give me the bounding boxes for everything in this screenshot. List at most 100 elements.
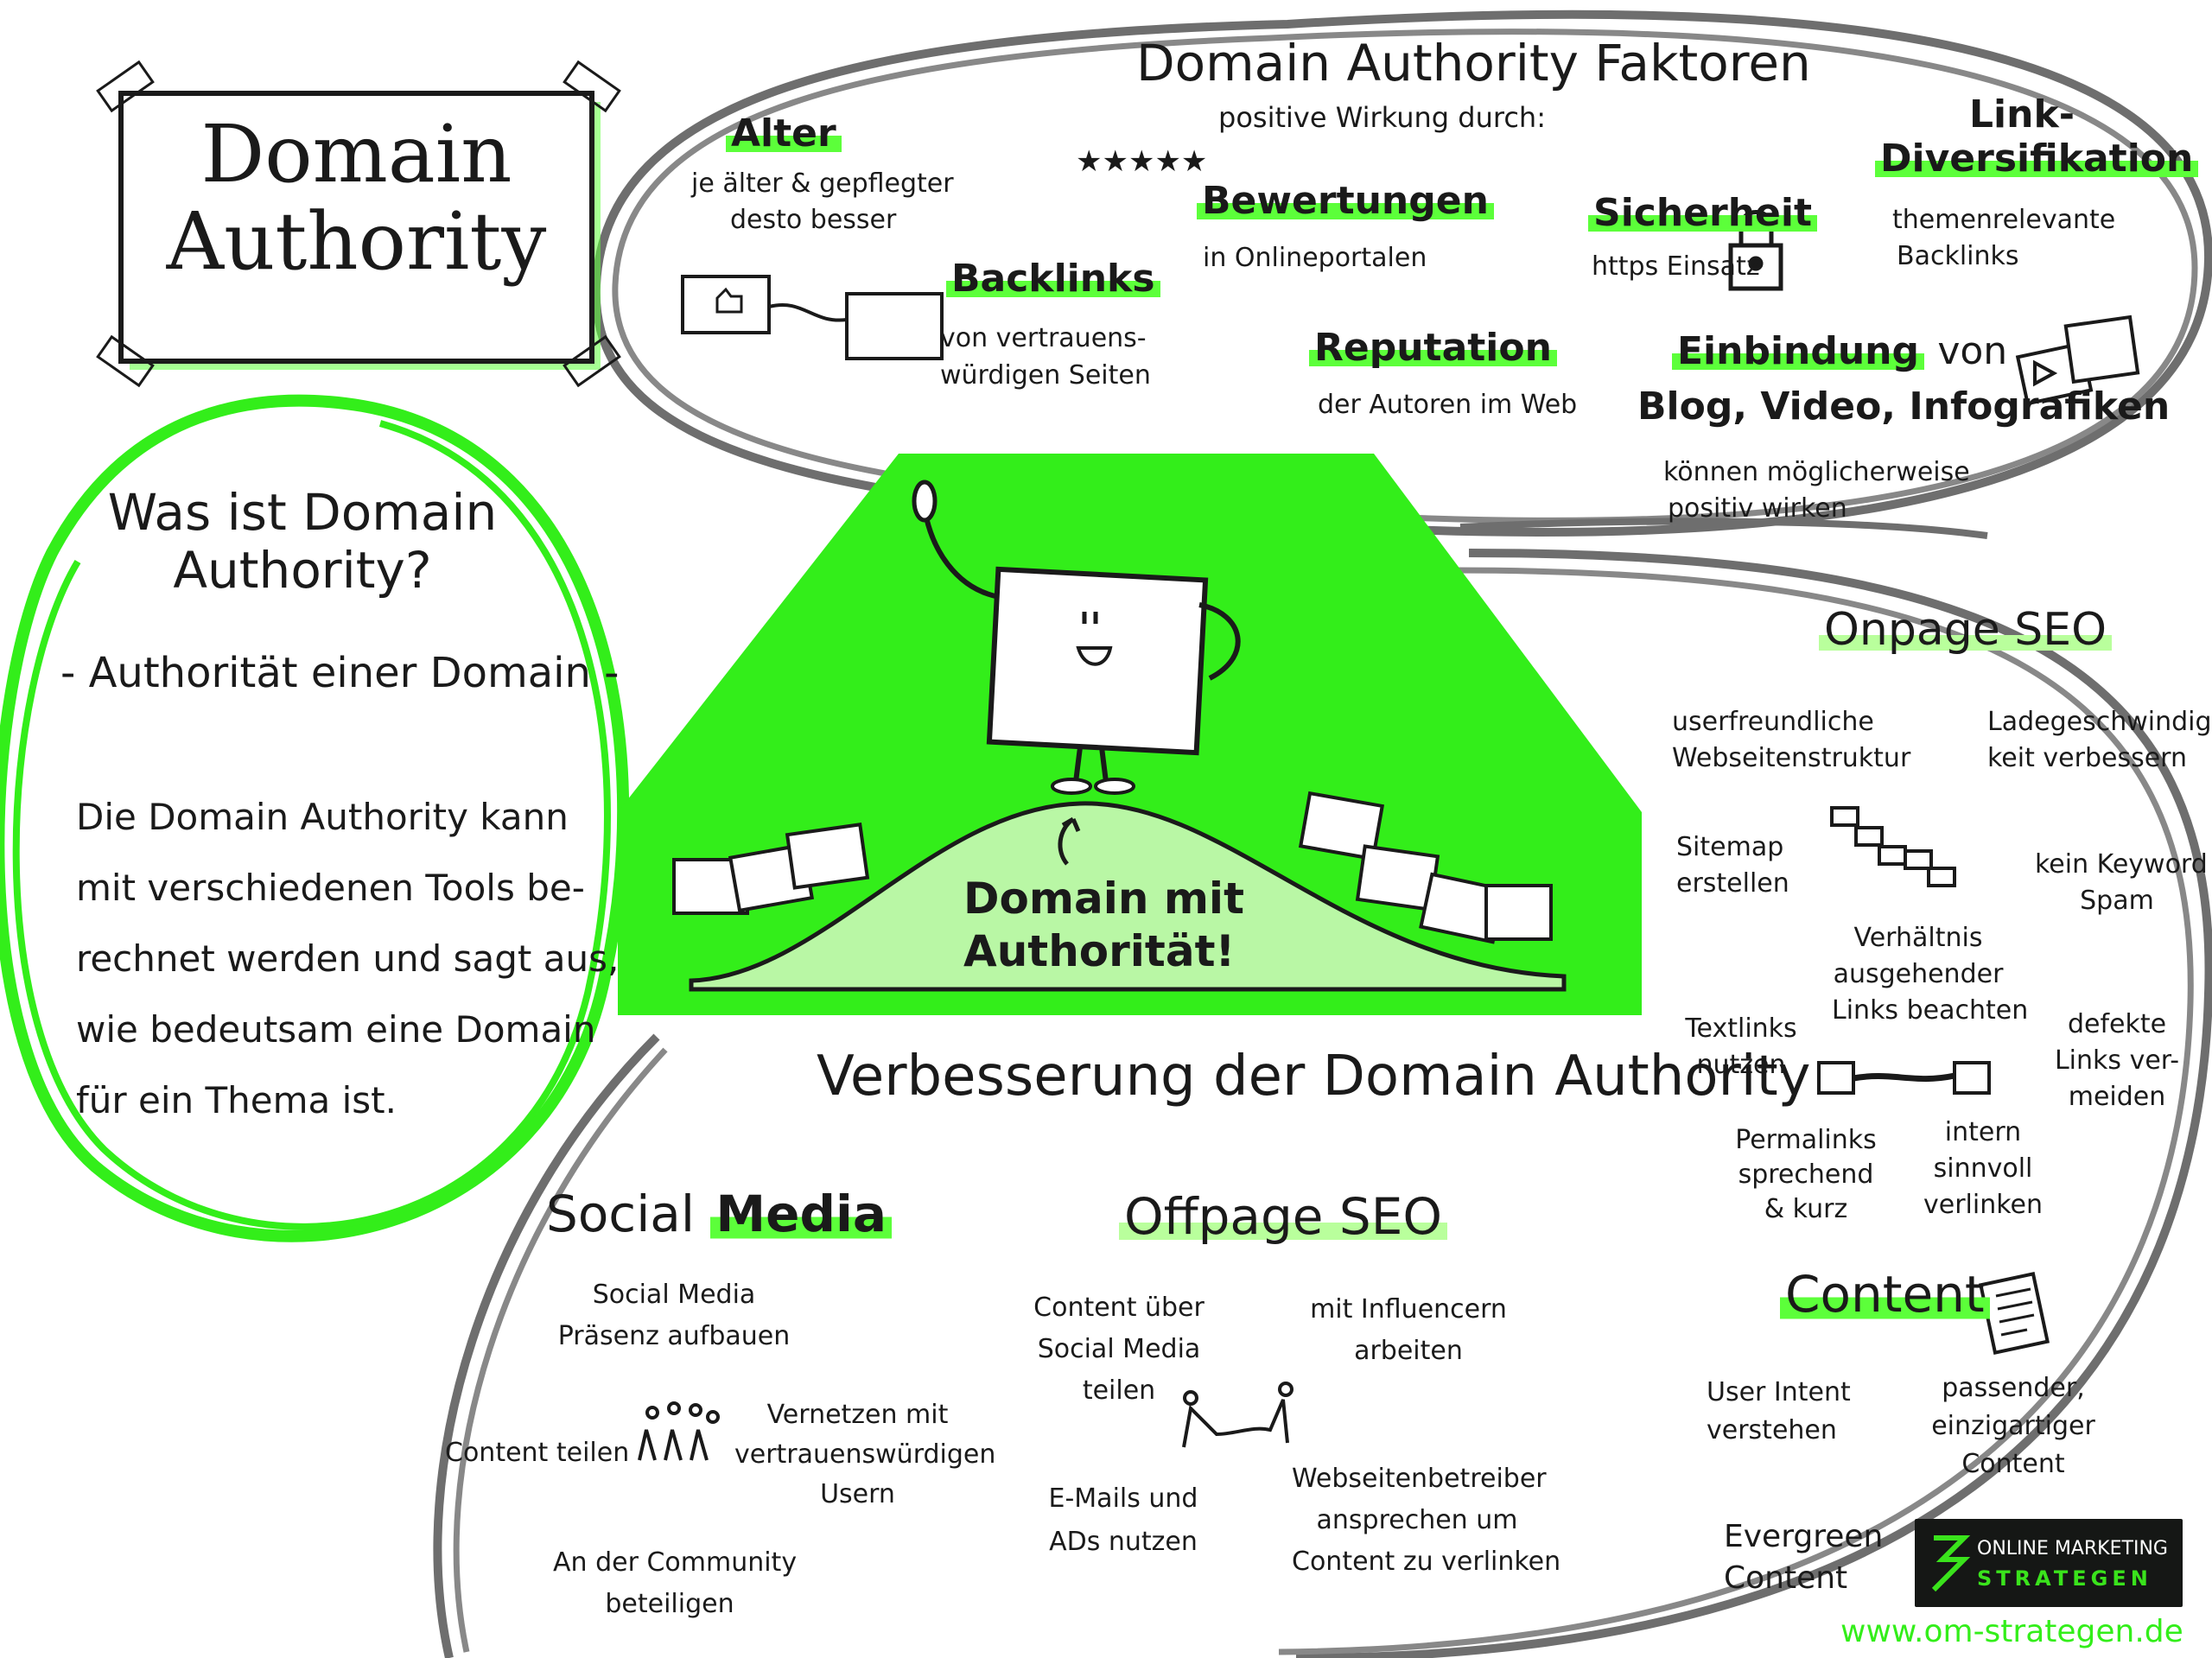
social-network-2: vertrauenswürdigen: [734, 1439, 996, 1470]
offpage-influencer: mit Influencern arbeiten: [1305, 1289, 1512, 1372]
onpage-permalinks-3: & kurz: [1764, 1194, 1848, 1224]
definition-circle: [0, 394, 630, 1242]
onpage-textlinks-2: nutzen: [1696, 1050, 1786, 1080]
onpage-textlinks-1: Textlinks: [1685, 1013, 1797, 1044]
offpage-webmaster: Webseitenbetreiber ansprechen um Content…: [1292, 1458, 1561, 1583]
onpage-sitemap-2: erstellen: [1676, 868, 1789, 899]
center-label-1: Domain mit: [963, 873, 1244, 924]
offpage-webmaster-1: Webseitenbetreiber: [1292, 1464, 1547, 1494]
factor-backlinks-line-1: von vertrauens-: [940, 323, 1147, 353]
social-share: Content teilen: [445, 1438, 630, 1468]
center-panel: [618, 454, 1642, 1015]
factor-reputation-text: der Autoren im Web: [1318, 390, 1578, 420]
offpage-email-1: E-Mails und: [1048, 1483, 1198, 1514]
social-network-3: Usern: [820, 1479, 895, 1509]
onpage-keyword-1: kein Keyword: [2035, 849, 2208, 880]
definition-question-2: Authority?: [173, 540, 432, 600]
offpage-webmaster-3: Content zu verlinken: [1292, 1547, 1561, 1577]
backlink-sketch: [681, 275, 944, 360]
onpage-keyword: kein Keyword Spam: [2035, 847, 2208, 919]
factor-backlinks-line-2: würdigen Seiten: [940, 360, 1151, 391]
factor-sicherheit-title: Sicherheit: [1588, 191, 1817, 236]
handshake-sketch: [1182, 1382, 1294, 1448]
title-box: Domain Authority: [121, 108, 592, 286]
offpage-content-2: Social Media: [1037, 1334, 1201, 1364]
factors-subheading: positive Wirkung durch:: [1218, 101, 1546, 134]
onpage-ratio-2: ausgehender: [1833, 959, 2004, 989]
improvement-heading: Verbesserung der Domain Authority: [817, 1045, 1811, 1109]
factor-reputation-title: Reputation: [1309, 326, 1557, 371]
title-line-1: Domain: [200, 108, 512, 200]
media-icon-shape: [2015, 314, 2140, 406]
brand-logo: ONLINE MARKETING STRATEGEN: [1915, 1519, 2183, 1607]
social-community-1: An der Community: [553, 1547, 798, 1578]
factor-linkdiv-line-1: themenrelevante: [1892, 205, 2116, 235]
media-icon: [2022, 321, 2134, 399]
social-presence-2: Präsenz aufbauen: [557, 1321, 791, 1351]
onpage-ratio: Verhältnis ausgehender Links beachten: [1832, 920, 2029, 1029]
factor-linkdiv-line-2: Backlinks: [1897, 241, 2019, 271]
onpage-defect: defekte Links ver- meiden: [2052, 1007, 2182, 1115]
factors-ellipse: [591, 10, 2212, 537]
definition-subtitle: - Authorität einer Domain -: [60, 649, 620, 697]
offpage-content-1: Content über: [1033, 1293, 1205, 1323]
lock-icon: [1731, 211, 1781, 289]
onpage-speed: Ladegeschwindig- keit verbessern: [1987, 704, 2212, 777]
onpage-defect-1: defekte: [2067, 1009, 2167, 1039]
content-evergreen-1: Evergreen: [1724, 1519, 1884, 1554]
stars-icon: ★★★★★: [1076, 144, 1208, 179]
document-sketch: [1978, 1272, 2050, 1355]
onpage-defect-2: Links ver-: [2054, 1045, 2180, 1076]
onpage-userfriendly-1: userfreundliche: [1672, 707, 1874, 737]
factors-heading: Domain Authority Faktoren: [1136, 34, 1811, 92]
content-intent-2: verstehen: [1707, 1415, 1837, 1445]
offpage-email: E-Mails und ADs nutzen: [1028, 1477, 1218, 1564]
factor-sicherheit-text: https Einsatz: [1592, 251, 1760, 282]
definition-text: Die Domain Authority kann mit verschiede…: [76, 782, 619, 1136]
onpage-intern: intern sinnvoll verlinken: [1914, 1115, 2052, 1223]
factor-einbindung-title-2: Blog, Video, Infografiken: [1637, 384, 2171, 429]
factor-einbindung-title: Einbindung von: [1672, 329, 2007, 374]
factor-backlinks-title: Backlinks: [946, 257, 1160, 302]
factor-alter-line-1: je älter & gepflegter: [691, 168, 954, 199]
center-label: Domain mit Authorität!: [963, 873, 1244, 978]
definition-line: für ein Thema ist.: [76, 1079, 397, 1121]
onpage-speed-2: keit verbessern: [1987, 743, 2187, 773]
center-label-2: Authorität!: [963, 926, 1236, 976]
onpage-userfriendly: userfreundliche Webseitenstruktur: [1672, 704, 1910, 777]
factor-bewertungen-text: in Onlineportalen: [1203, 243, 1427, 273]
offpage-title: Offpage SEO: [1119, 1187, 1448, 1246]
onpage-sitemap-1: Sitemap: [1676, 832, 1784, 862]
social-presence: Social Media Präsenz aufbauen: [553, 1274, 795, 1357]
people-sketch: [638, 1401, 720, 1461]
title-frame: [96, 60, 621, 388]
factor-linkdiv-title: Link- Diversifikation: [1875, 92, 2199, 181]
social-community-2: beteiligen: [605, 1589, 734, 1619]
logo-line-2: STRATEGEN: [1977, 1566, 2152, 1591]
factor-alter-title: Alter: [726, 111, 842, 156]
onpage-speed-1: Ladegeschwindig-: [1987, 707, 2212, 737]
onpage-defect-3: meiden: [2068, 1082, 2166, 1112]
offpage-influencer-2: arbeiten: [1354, 1336, 1463, 1366]
offpage-content: Content über Social Media teilen: [1024, 1287, 1214, 1412]
onpage-intern-2: sinnvoll: [1933, 1153, 2033, 1184]
definition-line: Die Domain Authority kann: [76, 796, 569, 838]
onpage-ratio-3: Links beachten: [1832, 995, 2029, 1026]
content-unique-1: passender,: [1942, 1373, 2085, 1403]
social-title: Social Media: [546, 1185, 892, 1243]
content-evergreen: Evergreen Content: [1724, 1516, 1883, 1599]
website-url[interactable]: www.om-strategen.de: [1840, 1614, 2183, 1649]
factor-alter-line-2: desto besser: [730, 205, 897, 235]
onpage-sitemap: Sitemap erstellen: [1676, 829, 1789, 902]
onpage-permalinks-1: Permalinks: [1735, 1125, 1877, 1155]
offpage-webmaster-2: ansprechen um: [1316, 1505, 1518, 1535]
offpage-influencer-1: mit Influencern: [1310, 1294, 1507, 1324]
definition-question-1: Was ist Domain: [107, 483, 498, 542]
factor-bewertungen-title: Bewertungen: [1197, 179, 1494, 224]
content-intent-1: User Intent: [1707, 1377, 1851, 1407]
content-title: Content: [1780, 1265, 1990, 1324]
content-evergreen-2: Content: [1724, 1560, 1848, 1596]
offpage-email-2: ADs nutzen: [1049, 1527, 1198, 1557]
onpage-permalinks-2: sprechend: [1738, 1159, 1874, 1190]
